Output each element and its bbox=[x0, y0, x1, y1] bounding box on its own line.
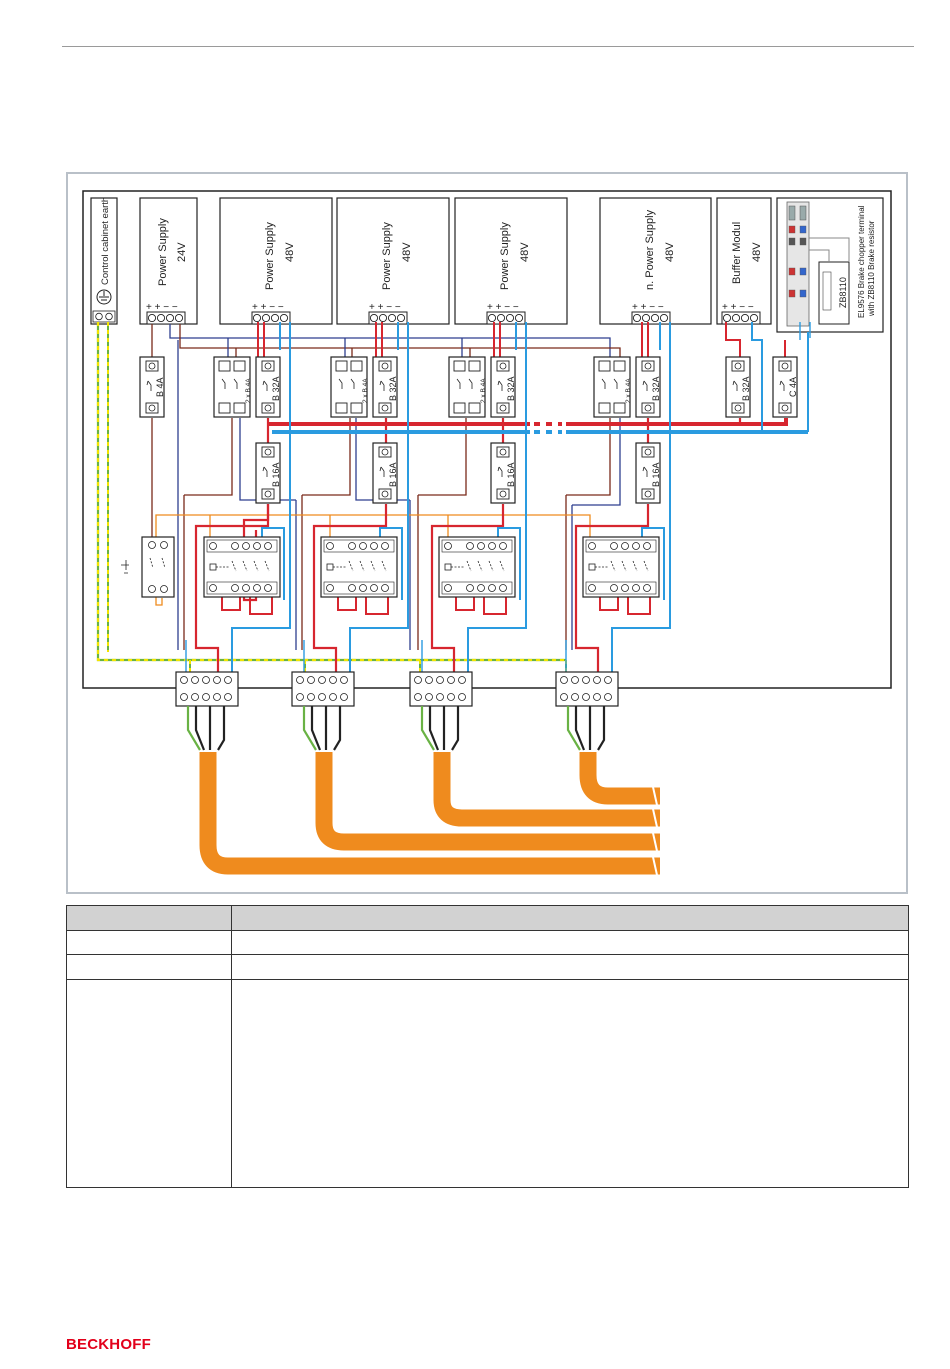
svg-text:B 32A: B 32A bbox=[651, 376, 661, 401]
table-cell bbox=[66, 954, 232, 980]
table-cell bbox=[66, 930, 232, 955]
table-row bbox=[66, 979, 909, 1188]
table-header-cell bbox=[231, 905, 909, 931]
svg-text:48V: 48V bbox=[284, 242, 296, 262]
svg-text:2 x B 4A: 2 x B 4A bbox=[362, 378, 369, 403]
svg-text:+ + − −: + + − − bbox=[146, 302, 178, 313]
cabinet-outline bbox=[82, 190, 892, 689]
dc-bus-negative bbox=[185, 322, 811, 676]
svg-text:Power Supply: Power Supply bbox=[381, 222, 393, 290]
svg-text:Power Supply: Power Supply bbox=[264, 222, 276, 290]
svg-text:48V: 48V bbox=[401, 242, 413, 262]
svg-text:B 16A: B 16A bbox=[651, 462, 661, 487]
svg-text:B 32A: B 32A bbox=[741, 376, 751, 401]
svg-text:ZB8110: ZB8110 bbox=[838, 277, 848, 308]
beckhoff-logo: BECKHOFF bbox=[66, 1336, 151, 1353]
power-supply-48v-3: Power Supply 48V + + − − bbox=[454, 197, 568, 325]
svg-text:n. Power Supply: n. Power Supply bbox=[644, 209, 656, 290]
svg-text:B 16A: B 16A bbox=[506, 462, 516, 487]
svg-text:48V: 48V bbox=[751, 242, 763, 262]
breaker-16a-row: B 16A B 16A B 16A B 16A bbox=[255, 442, 661, 504]
motor-cables bbox=[199, 752, 660, 875]
svg-text:B 32A: B 32A bbox=[271, 376, 281, 401]
svg-text:+ + − −: + + − − bbox=[722, 302, 754, 313]
motor-connector-row bbox=[175, 671, 619, 707]
svg-text:24V: 24V bbox=[176, 242, 188, 262]
table-row bbox=[66, 954, 909, 980]
svg-text:B 32A: B 32A bbox=[506, 376, 516, 401]
svg-text:B 32A: B 32A bbox=[388, 376, 398, 401]
earth-label: Control cabinet earth bbox=[100, 197, 111, 285]
table-header-cell bbox=[66, 905, 232, 931]
svg-text:2 x B 4A: 2 x B 4A bbox=[245, 378, 252, 403]
svg-text:B 16A: B 16A bbox=[388, 462, 398, 487]
svg-text:2 x B 4A: 2 x B 4A bbox=[625, 378, 632, 403]
svg-text:2 x B 4A: 2 x B 4A bbox=[480, 378, 487, 403]
top-rule bbox=[62, 46, 914, 47]
brake-chopper-terminal: ZB8110 EL9576 Brake chopper terminal wit… bbox=[776, 197, 884, 333]
wiring-schematic: Control cabinet earth Power Supply 24V +… bbox=[82, 190, 892, 876]
table-row bbox=[66, 930, 909, 955]
svg-text:with ZB8110 Brake resistor: with ZB8110 Brake resistor bbox=[867, 220, 876, 317]
table-cell bbox=[231, 930, 909, 955]
breaker-row: B 4A 2 x B 4A B 32A 2 x B 4A B 32A 2 x B… bbox=[139, 356, 798, 418]
svg-text:Power Supply: Power Supply bbox=[157, 218, 169, 286]
emergency-stop-relay bbox=[121, 536, 175, 598]
table-cell bbox=[66, 979, 232, 1188]
buffer-module: Buffer Modul 48V + + − − bbox=[716, 197, 772, 325]
power-supply-48v-2: Power Supply 48V + + − − bbox=[336, 197, 450, 325]
svg-text:48V: 48V bbox=[519, 242, 531, 262]
power-supply-48v-1: Power Supply 48V + + − − bbox=[219, 197, 333, 325]
svg-text:+ + − −: + + − − bbox=[252, 302, 284, 313]
svg-text:48V: 48V bbox=[664, 242, 676, 262]
table-cell bbox=[231, 979, 909, 1188]
svg-text:Buffer Modul: Buffer Modul bbox=[731, 222, 743, 284]
svg-text:+ + − −: + + − − bbox=[632, 302, 664, 313]
power-supply-24v: Power Supply 24V + + − − bbox=[139, 197, 198, 325]
power-supply-48v-n: n. Power Supply 48V + + − − bbox=[599, 197, 712, 325]
cable-fan-out bbox=[186, 706, 606, 751]
svg-text:+ + − −: + + − − bbox=[369, 302, 401, 313]
svg-text:+ + − −: + + − − bbox=[487, 302, 519, 313]
breaker-b4a-label: B 4A bbox=[155, 377, 165, 397]
earth-block: Control cabinet earth bbox=[90, 197, 118, 325]
breaker-c4a-label: C 4A bbox=[788, 377, 798, 397]
table-cell bbox=[231, 954, 909, 980]
svg-text:B 16A: B 16A bbox=[271, 462, 281, 487]
info-table bbox=[66, 905, 909, 1188]
svg-text:EL9576 Brake chopper terminal: EL9576 Brake chopper terminal bbox=[857, 205, 866, 318]
table-header-row bbox=[66, 905, 909, 931]
dc-bus-positive bbox=[194, 322, 788, 676]
svg-text:Power Supply: Power Supply bbox=[499, 222, 511, 290]
control-24v-wiring bbox=[151, 324, 621, 650]
